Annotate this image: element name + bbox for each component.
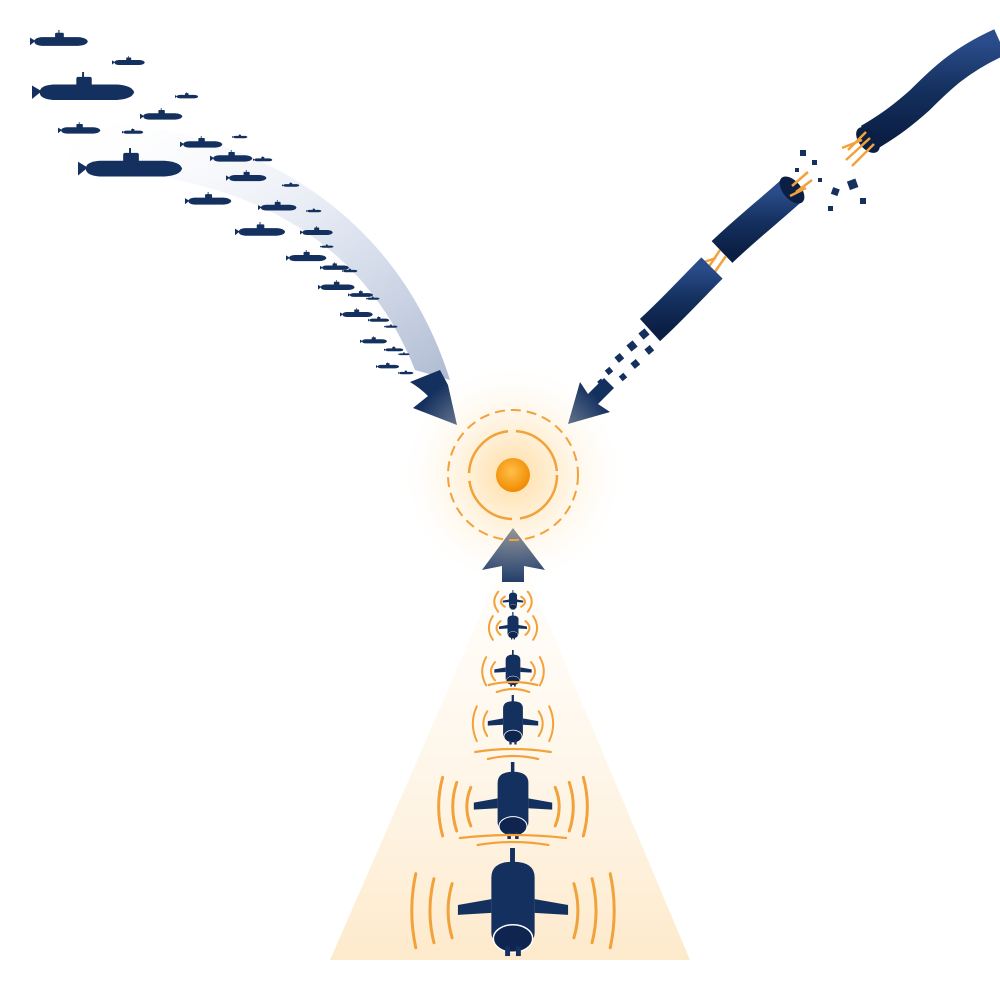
sonar-wave-icon — [553, 785, 561, 828]
submarine-fleet-stream — [30, 30, 457, 425]
submarine-icon — [384, 346, 404, 352]
cable-segment-middle — [711, 180, 801, 263]
sonar-wave-icon — [548, 705, 555, 743]
sonar-wave-icon — [590, 877, 598, 945]
severed-cable-stream — [568, 29, 1000, 424]
sonar-wave-icon — [581, 775, 589, 838]
submarine-icon — [232, 134, 248, 139]
submarine-icon — [376, 362, 400, 369]
target-outer-ring — [447, 409, 579, 541]
sonar-wave-icon — [495, 620, 502, 636]
submarine-icon — [32, 72, 135, 100]
sonar-wave-icon — [495, 687, 531, 694]
sonar-wave-icon — [428, 877, 436, 945]
sonar-wave-icon — [437, 775, 445, 838]
cable-segment-upper — [860, 29, 1000, 151]
cable-segment-lower — [639, 257, 723, 342]
sonar-wave-icon — [474, 747, 552, 754]
uuv-drone-stream — [330, 528, 690, 960]
submarine-icon — [348, 290, 374, 297]
submarine-icon — [140, 108, 183, 120]
target-icon — [398, 360, 628, 590]
sonar-wave-icon — [486, 754, 540, 761]
target-core — [496, 458, 530, 492]
submarine-icon — [368, 316, 390, 322]
sonar-wave-icon — [481, 656, 488, 687]
submarine-icon — [112, 56, 145, 65]
submarine-icon — [398, 370, 414, 375]
sonar-wave-icon — [487, 615, 494, 641]
sonar-wave-icon — [537, 710, 544, 738]
submarine-icon — [30, 30, 88, 46]
submarine-icon — [235, 222, 286, 236]
target-inner-ring — [467, 429, 559, 521]
sonar-wave-icon — [465, 785, 473, 828]
sonar-wave-icon — [532, 615, 539, 641]
sonar-wave-icon — [476, 840, 550, 847]
sonar-wave-icon — [608, 872, 616, 950]
submarine-icon — [175, 92, 199, 99]
submarine-icon — [360, 336, 387, 344]
submarine-icon — [253, 156, 273, 162]
sonar-wave-icon — [499, 595, 506, 608]
submarine-icon — [318, 280, 355, 291]
sonar-wave-icon — [490, 661, 496, 682]
sonar-wave-icon — [520, 595, 527, 608]
cable-debris — [597, 150, 866, 386]
sonar-wave-icon — [526, 590, 533, 613]
sonar-wave-icon — [493, 590, 500, 613]
sonar-wave-icon — [567, 780, 575, 833]
sonar-wave-icon — [487, 680, 539, 687]
submarine-icon — [340, 308, 373, 317]
sonar-wave-icon — [530, 661, 536, 682]
sonar-wave-icon — [410, 872, 418, 950]
sonar-wave-icon — [451, 780, 459, 833]
sonar-wave-icon — [524, 620, 531, 636]
sonar-wave-icon — [471, 705, 478, 743]
uuv-cone — [330, 575, 690, 960]
sonar-wave-icon — [572, 882, 580, 940]
sonar-wave-icon — [538, 656, 545, 687]
sonar-wave-icon — [458, 833, 568, 840]
sonar-wave-icon — [482, 710, 489, 738]
submarine-trail — [60, 120, 450, 380]
submarine-icon — [185, 192, 232, 205]
sonar-wave-icon — [446, 882, 454, 940]
submarine-icon — [286, 250, 327, 262]
